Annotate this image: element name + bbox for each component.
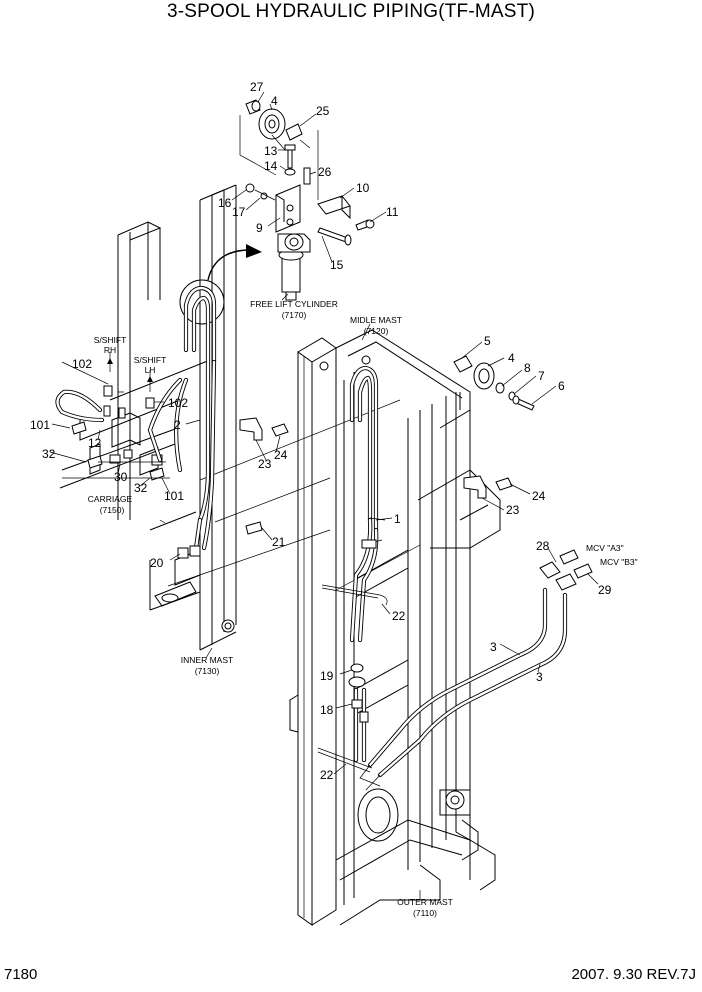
part-3-upper: 3 (490, 640, 497, 654)
part-15: 15 (330, 258, 344, 272)
part-16: 16 (218, 196, 232, 210)
outer-mast-assembly (167, 329, 501, 926)
assembly-labels: FREE LIFT CYLINDER (7170) MIDLE MAST (71… (88, 299, 638, 918)
mcv-b3-label: MCV "B3" (600, 557, 638, 567)
part-6: 6 (558, 379, 565, 393)
part-23-middle: 23 (506, 503, 520, 517)
part-29: 29 (598, 583, 612, 597)
part-28: 28 (536, 539, 550, 553)
page-number: 7180 (4, 966, 38, 983)
sideshift-lh-label-2: LH (145, 365, 156, 375)
part-27: 27 (250, 80, 264, 94)
part-3-lower: 3 (536, 670, 543, 684)
part-5: 5 (484, 334, 491, 348)
part-12: 12 (88, 436, 102, 450)
part-25: 25 (316, 104, 330, 118)
inner-mast-code: (7130) (195, 666, 220, 676)
part-101-left: 101 (30, 418, 50, 432)
free-lift-cylinder-code: (7170) (282, 310, 307, 320)
part-24-middle: 24 (532, 489, 546, 503)
sideshift-rh-label-1: S/SHIFT (94, 335, 127, 345)
inner-mast-label: INNER MAST (181, 655, 233, 665)
part-4-top: 4 (271, 94, 278, 108)
revision-stamp: 2007. 9.30 REV.7J (571, 966, 696, 983)
midle-mast-code: (7120) (364, 326, 389, 336)
part-8: 8 (524, 361, 531, 375)
fittings (71, 355, 593, 723)
part-32-right: 32 (134, 481, 148, 495)
part-2: 2 (174, 418, 181, 432)
carriage-label: CARRIAGE (88, 494, 133, 504)
part-number-labels: 27 4 25 13 14 26 16 17 10 11 9 15 5 4 8 … (30, 80, 612, 782)
part-13: 13 (264, 144, 278, 158)
part-23-inner: 23 (258, 457, 272, 471)
part-1: 1 (394, 512, 401, 526)
part-4-middle: 4 (508, 351, 515, 365)
part-18: 18 (320, 703, 334, 717)
part-102-left: 102 (72, 357, 92, 371)
part-22-lower: 22 (320, 768, 334, 782)
part-10: 10 (356, 181, 370, 195)
part-11: 11 (386, 205, 399, 219)
part-21: 21 (272, 535, 286, 549)
outer-mast-code: (7110) (413, 908, 437, 918)
part-19: 19 (320, 669, 334, 683)
sideshift-lh-label-1: S/SHIFT (134, 355, 167, 365)
part-17: 17 (232, 205, 246, 219)
hydraulic-hoses (55, 285, 568, 791)
outer-mast-label: OUTER MAST (397, 897, 453, 907)
midle-mast-label: MIDLE MAST (350, 315, 402, 325)
page-title: 3-SPOOL HYDRAULIC PIPING(TF-MAST) (167, 1, 535, 22)
free-lift-cylinder-label: FREE LIFT CYLINDER (250, 299, 338, 309)
carriage-code: (7150) (100, 505, 125, 515)
part-30: 30 (114, 470, 128, 484)
free-lift-cylinder-parts (179, 99, 375, 325)
part-102-right: 102 (168, 396, 188, 410)
leader-lines (49, 91, 599, 900)
part-22-upper: 22 (392, 609, 406, 623)
part-14: 14 (264, 159, 278, 173)
mcv-a3-label: MCV "A3" (586, 543, 624, 553)
part-101-right: 101 (164, 489, 184, 503)
part-32-left: 32 (42, 447, 56, 461)
part-20: 20 (150, 556, 164, 570)
sideshift-rh-label-2: RH (104, 345, 116, 355)
part-7: 7 (538, 369, 545, 383)
part-26: 26 (318, 165, 332, 179)
part-9: 9 (256, 221, 263, 235)
part-24-inner: 24 (274, 448, 288, 462)
